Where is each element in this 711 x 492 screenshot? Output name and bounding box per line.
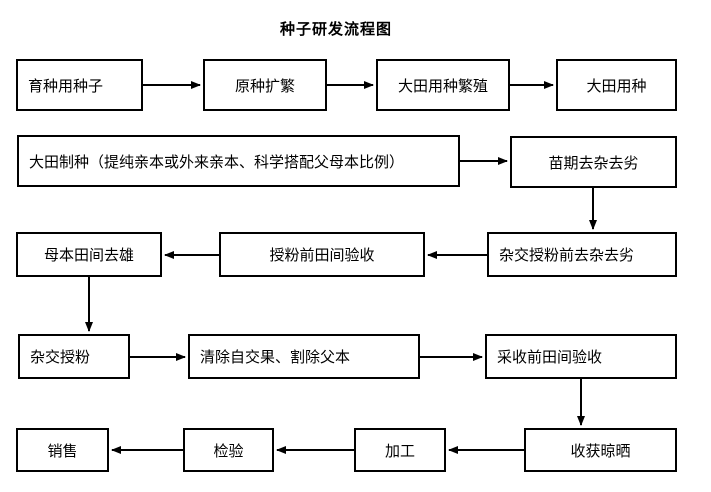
node-breeding-seed: 育种用种子 <box>16 59 143 111</box>
node-female-parent-detasseling: 母本田间去雄 <box>16 232 162 277</box>
node-field-seed-multiplication: 大田用种繁殖 <box>376 59 510 111</box>
node-pre-harvest-field-inspection: 采收前田间验收 <box>485 334 677 379</box>
node-seedling-roguing: 苗期去杂去劣 <box>510 136 677 188</box>
node-sales: 销售 <box>16 428 109 472</box>
node-cross-pollination: 杂交授粉 <box>18 334 130 379</box>
node-processing: 加工 <box>354 428 446 472</box>
node-inspection: 检验 <box>183 428 274 472</box>
node-pre-pollination-field-inspection: 授粉前田间验收 <box>219 232 425 277</box>
node-remove-selfed-fruit-cut-male-parent: 清除自交果、割除父本 <box>188 334 420 379</box>
node-field-seed: 大田用种 <box>556 59 677 111</box>
node-harvest-drying: 收获晾晒 <box>524 428 677 472</box>
node-original-seed-propagation: 原种扩繁 <box>203 59 327 111</box>
node-pre-pollination-roguing: 杂交授粉前去杂去劣 <box>487 232 677 277</box>
page-title: 种子研发流程图 <box>279 21 392 38</box>
node-field-seed-production: 大田制种（提纯亲本或外来亲本、科学搭配父母本比例） <box>17 135 460 187</box>
